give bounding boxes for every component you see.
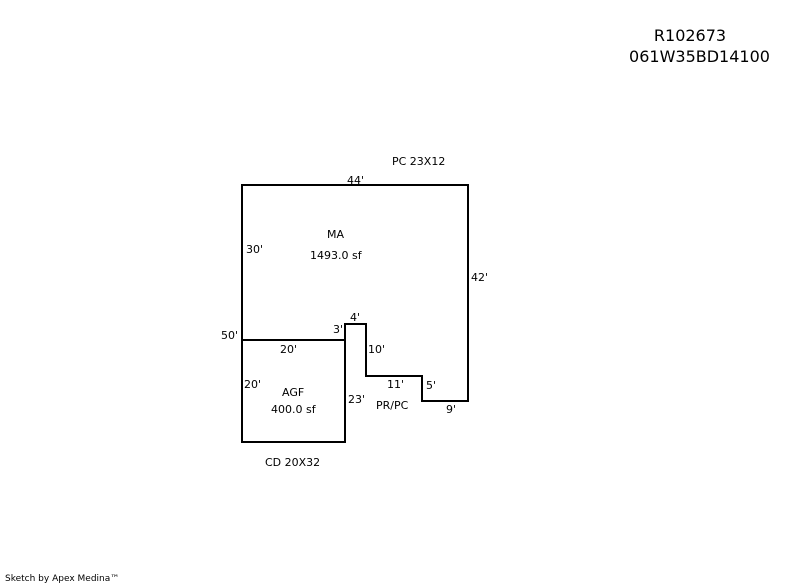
dim-notch-top: 4' — [350, 311, 360, 324]
agf-outline — [241, 339, 346, 443]
dim-top: 44' — [347, 174, 364, 187]
dim-notch-right-lower: 23' — [348, 393, 365, 406]
dim-left-total: 50' — [221, 329, 238, 342]
dim-right: 42' — [471, 271, 488, 284]
ma-outline — [241, 184, 469, 402]
account-number: R102673 — [653, 26, 727, 45]
dim-notch-left: 3' — [333, 323, 343, 336]
sketch-credit: Sketch by Apex Medina™ — [5, 574, 120, 584]
map-number: 061W35BD14100 — [629, 47, 770, 66]
area-agf-name: AGF — [282, 386, 304, 399]
dim-agf-top: 20' — [280, 343, 297, 356]
label-cd: CD 20X32 — [265, 456, 320, 469]
label-pr-pc: PR/PC — [376, 399, 409, 412]
area-ma-size: 1493.0 sf — [310, 249, 363, 262]
dim-left-upper: 30' — [246, 243, 263, 256]
dim-agf-left: 20' — [244, 378, 261, 391]
area-agf-size: 400.0 sf — [271, 403, 317, 416]
area-ma-name: MA — [327, 228, 344, 241]
dim-notch-drop: 10' — [368, 343, 385, 356]
dim-bottom-right: 9' — [446, 403, 456, 416]
dim-step-drop: 5' — [426, 379, 436, 392]
label-pc: PC 23X12 — [392, 155, 445, 168]
dim-step-width: 11' — [387, 378, 404, 391]
